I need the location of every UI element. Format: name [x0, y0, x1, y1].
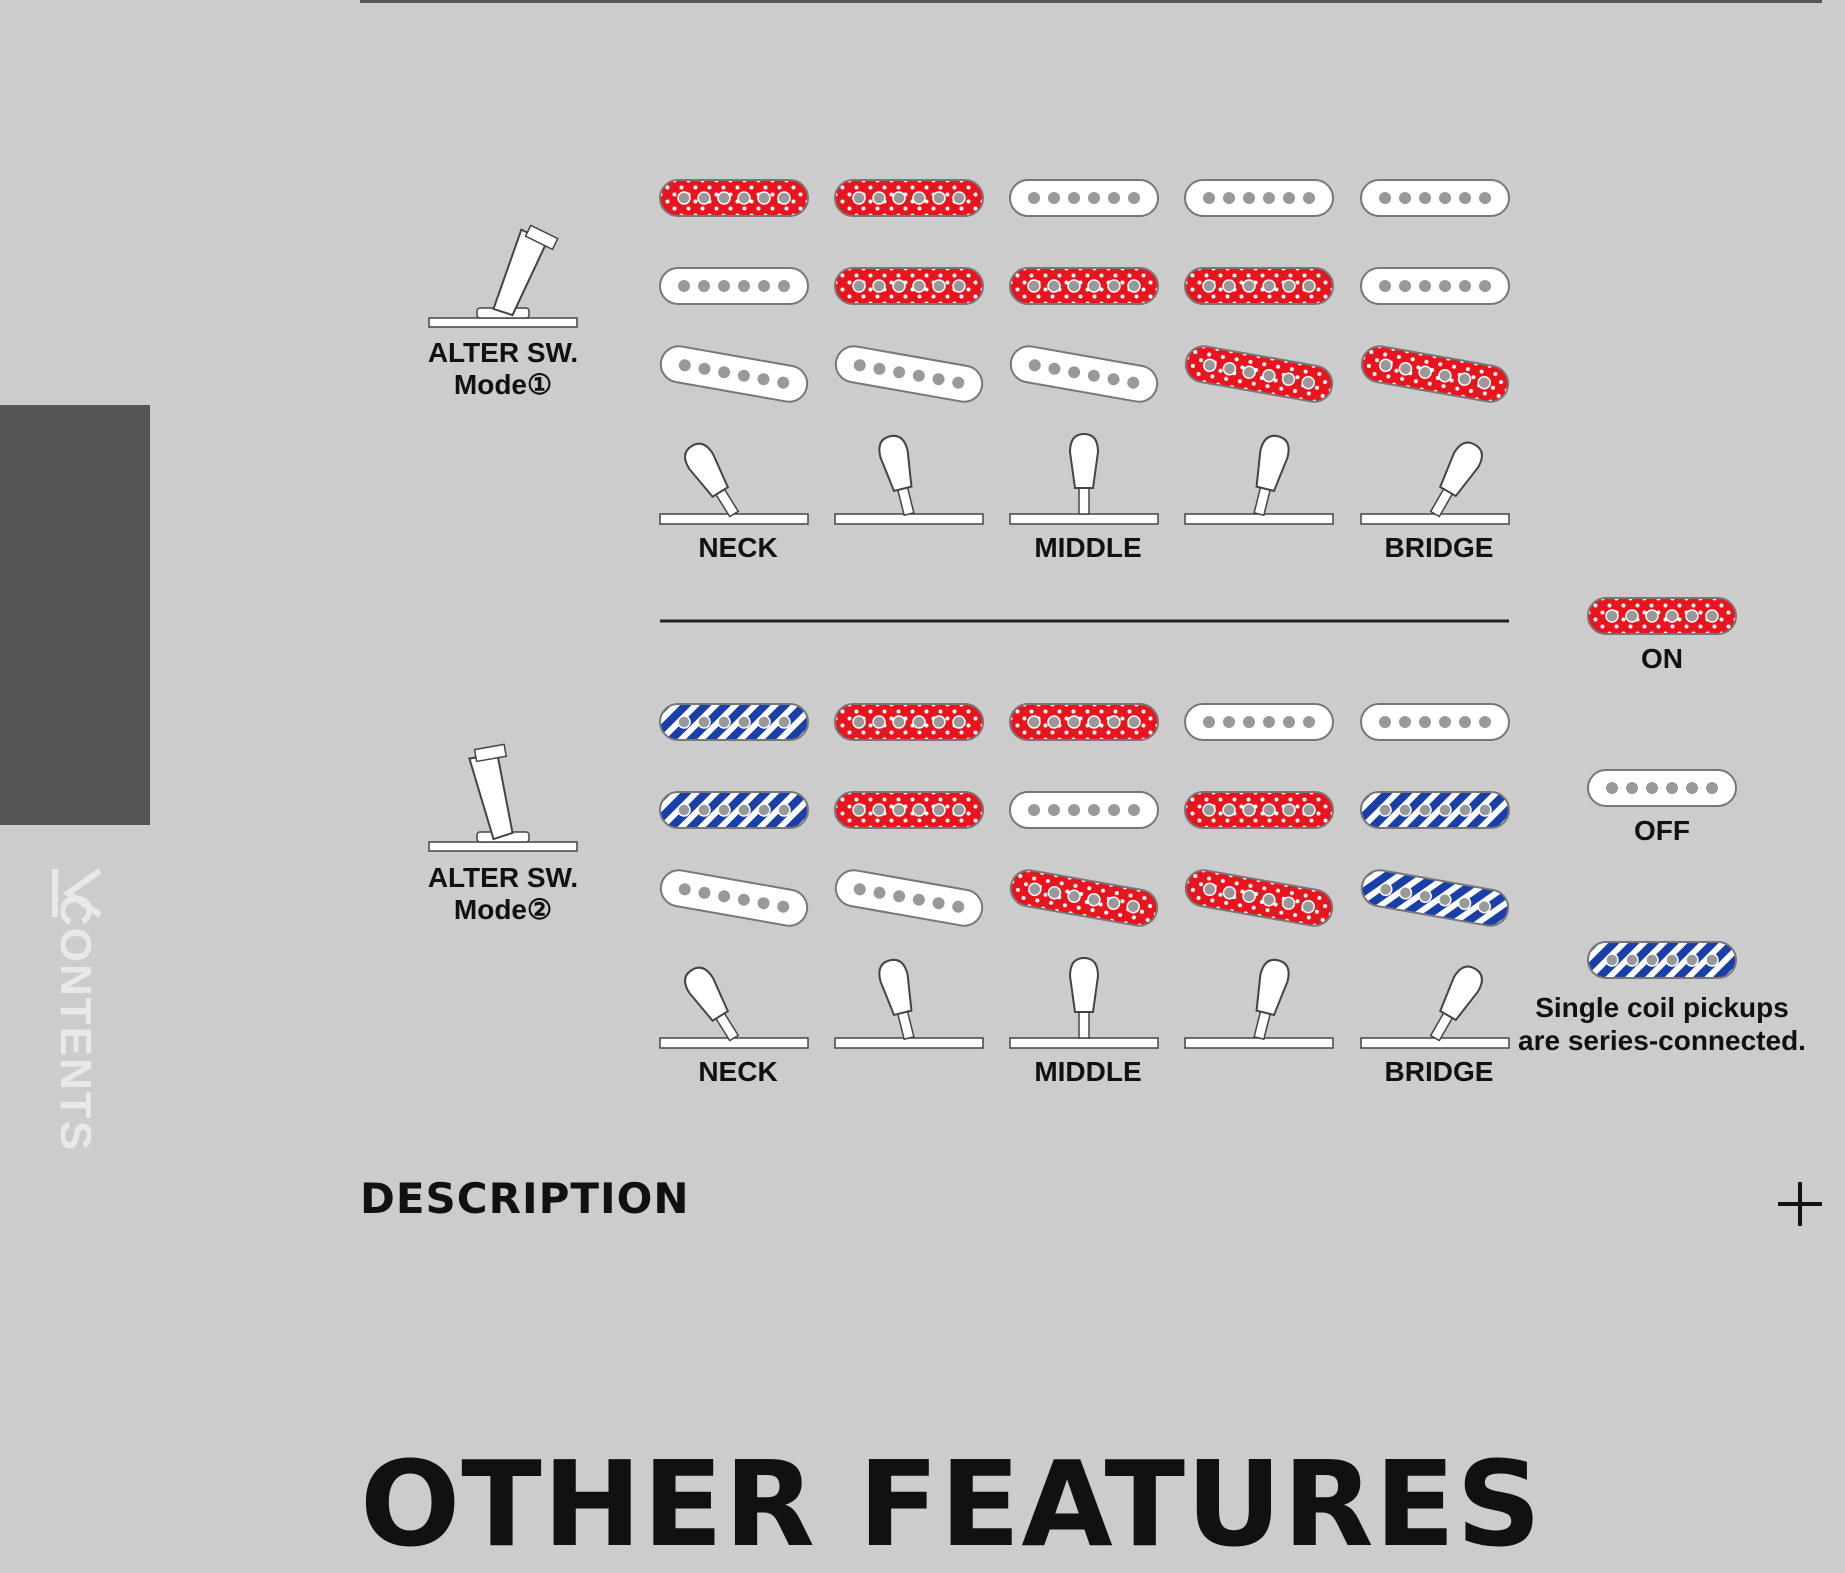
selector-lever-icon	[659, 966, 809, 1049]
pickup-series	[1360, 791, 1510, 829]
pickup-off	[659, 345, 809, 403]
alter-switch-label: ALTER SW.	[428, 337, 578, 368]
selector-lever-icon	[1184, 434, 1334, 525]
other-features-heading: OTHER FEATURES	[360, 1435, 1543, 1573]
alter-switch-icon	[428, 743, 578, 852]
description-title: DESCRIPTION	[360, 1174, 690, 1223]
pickup-series	[1360, 869, 1510, 927]
position-label: MIDDLE	[1034, 532, 1141, 563]
legend-off-swatch	[1587, 769, 1737, 807]
position-label: NECK	[698, 1056, 777, 1087]
selector-lever-icon	[834, 958, 984, 1049]
pickup-on	[834, 179, 984, 217]
selector-lever-icon	[834, 434, 984, 525]
collapse-icon	[52, 868, 102, 918]
selector-lever-icon	[1360, 965, 1510, 1049]
legend-on-label: ON	[1641, 643, 1683, 674]
pickup-on	[1184, 267, 1334, 305]
selector-lever-icon	[1009, 432, 1159, 525]
pickup-on	[1184, 791, 1334, 829]
pickup-on	[1009, 703, 1159, 741]
position-label: BRIDGE	[1385, 1056, 1494, 1087]
legend-series-swatch	[1587, 941, 1737, 979]
pickup-off	[1184, 179, 1334, 217]
position-label: NECK	[698, 532, 777, 563]
pickup-on	[1009, 869, 1159, 927]
pickup-series	[659, 703, 809, 741]
pickup-on	[1360, 345, 1510, 403]
legend-off-label: OFF	[1634, 815, 1690, 846]
alter-switch-label: ALTER SW.	[428, 862, 578, 893]
description-accordion-header[interactable]: DESCRIPTION	[360, 1170, 1822, 1230]
legend-series-label-line2: are series-connected.	[1518, 1025, 1806, 1056]
alter-switch-mode-label: Mode②	[454, 894, 552, 925]
selector-lever-icon	[1184, 958, 1334, 1049]
pickup-on	[1184, 869, 1334, 927]
pickup-off	[659, 267, 809, 305]
pickup-off	[834, 345, 984, 403]
pickup-series	[659, 791, 809, 829]
pickup-off	[1360, 179, 1510, 217]
selector-lever-icon	[659, 442, 809, 525]
selector-lever-icon	[1009, 956, 1159, 1049]
position-label: MIDDLE	[1034, 1056, 1141, 1087]
pickup-off	[1009, 345, 1159, 403]
alter-switch-icon	[428, 224, 578, 328]
pickup-off	[1009, 179, 1159, 217]
plus-icon[interactable]	[1778, 1182, 1822, 1226]
pickup-off	[1009, 791, 1159, 829]
alter-switch-mode-label: Mode①	[454, 369, 552, 400]
pickup-on	[834, 791, 984, 829]
pickup-on	[834, 267, 984, 305]
pickup-off	[1360, 267, 1510, 305]
pickup-off	[1184, 703, 1334, 741]
pickup-off	[659, 869, 809, 927]
top-divider	[360, 0, 1822, 3]
legend-on-swatch	[1587, 597, 1737, 635]
selector-lever-icon	[1360, 441, 1510, 525]
pickup-off	[834, 869, 984, 927]
pickup-on	[659, 179, 809, 217]
legend-series-label-line1: Single coil pickups	[1535, 992, 1789, 1023]
contents-sidebar-tab[interactable]: CONTENTS	[0, 405, 150, 1152]
pickup-on	[1009, 267, 1159, 305]
pickup-on	[834, 703, 984, 741]
pickup-on	[1184, 345, 1334, 403]
pickup-off	[1360, 703, 1510, 741]
position-label: BRIDGE	[1385, 532, 1494, 563]
